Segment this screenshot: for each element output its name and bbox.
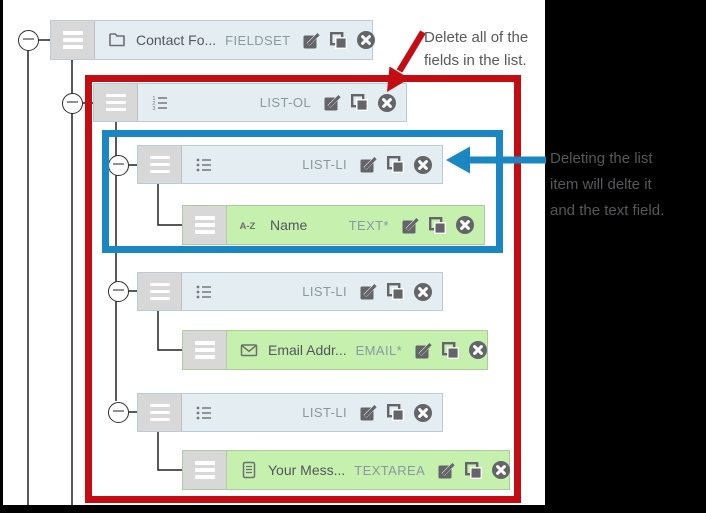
delete-icon[interactable] [413, 155, 433, 175]
tree-row-email-field[interactable]: Email Addr... EMAIL* [182, 330, 488, 370]
edit-icon[interactable] [323, 93, 342, 112]
tree-row-list-li-3[interactable]: LIST-LI [137, 393, 443, 432]
drag-handle[interactable] [183, 331, 227, 369]
field-label: Email Addr... [268, 342, 347, 358]
copy-icon[interactable] [386, 155, 405, 174]
drag-handle[interactable] [183, 206, 227, 244]
tree-row-text-field[interactable]: A-Z Name TEXT* [182, 205, 485, 245]
tree-row-list-li-1[interactable]: LIST-LI [137, 145, 443, 184]
delete-icon[interactable] [455, 215, 475, 235]
annotation-line: and the text field. [550, 202, 665, 219]
tree-row-fieldset[interactable]: Contact Fo... FIELDSET [50, 20, 376, 60]
edit-icon[interactable] [401, 216, 420, 235]
az-text-icon: A-Z [239, 215, 261, 235]
email-icon [239, 340, 259, 360]
tree-row-textarea-field[interactable]: Your Mess... TEXTAREA [182, 450, 511, 490]
edit-icon[interactable] [359, 403, 378, 422]
bullet-list-icon [194, 155, 214, 175]
field-label: Your Mess... [268, 462, 346, 478]
black-backdrop-right [545, 0, 706, 513]
drag-handle[interactable] [183, 451, 227, 489]
drag-handle[interactable] [138, 273, 182, 310]
annotation-line: Deleting the list [550, 150, 653, 167]
blue-arrow [446, 146, 546, 174]
delete-icon[interactable] [468, 340, 488, 360]
svg-text:A-Z: A-Z [240, 221, 256, 232]
field-label: Name [270, 217, 308, 233]
tree-row-list-li-2[interactable]: LIST-LI [137, 272, 443, 311]
bullet-list-icon [194, 282, 214, 302]
copy-icon[interactable] [441, 341, 460, 360]
copy-icon[interactable] [428, 216, 447, 235]
delete-icon[interactable] [356, 30, 376, 50]
delete-icon[interactable] [413, 403, 433, 423]
collapse-toggle-list-li-2[interactable] [107, 280, 129, 302]
delete-icon[interactable] [377, 93, 397, 113]
copy-icon[interactable] [464, 461, 483, 480]
edit-icon[interactable] [437, 461, 456, 480]
delete-icon[interactable] [491, 460, 511, 480]
field-type: EMAIL* [355, 342, 403, 358]
annotation-line: Delete all of the [424, 29, 529, 46]
field-type: FIELDSET [225, 32, 291, 48]
edit-icon[interactable] [359, 282, 378, 301]
annotation-delete-list: Delete all of the fields in the list. [424, 26, 554, 72]
folder-icon [107, 30, 127, 50]
field-type: TEXT* [348, 217, 389, 233]
copy-icon[interactable] [386, 282, 405, 301]
textarea-icon [239, 460, 259, 480]
field-label: Contact Fo... [136, 32, 217, 48]
drag-handle[interactable] [94, 84, 138, 121]
drag-handle[interactable] [138, 394, 182, 431]
copy-icon[interactable] [329, 31, 348, 50]
edit-icon[interactable] [359, 155, 378, 174]
bullet-list-icon [194, 403, 214, 423]
field-type: LIST-LI [302, 405, 347, 420]
svg-text:3: 3 [152, 106, 155, 112]
collapse-toggle-list-li-3[interactable] [107, 401, 129, 423]
black-backdrop-left [0, 0, 3, 513]
collapse-toggle-list-li-1[interactable] [107, 154, 129, 176]
annotation-line: item will delte it [550, 176, 652, 193]
drag-handle[interactable] [138, 146, 182, 183]
field-type: LIST-OL [259, 95, 311, 110]
copy-icon[interactable] [386, 403, 405, 422]
collapse-toggle-list-ol[interactable] [61, 92, 83, 114]
field-type: TEXTAREA [354, 462, 426, 478]
black-backdrop-bottom [0, 505, 706, 513]
field-type: LIST-LI [302, 157, 347, 172]
drag-handle[interactable] [51, 21, 95, 59]
annotation-line: fields in the list. [424, 52, 527, 69]
field-type: LIST-LI [302, 284, 347, 299]
delete-icon[interactable] [413, 282, 433, 302]
copy-icon[interactable] [350, 93, 369, 112]
edit-icon[interactable] [414, 341, 433, 360]
edit-icon[interactable] [302, 31, 321, 50]
svg-text:2: 2 [152, 101, 155, 107]
svg-text:1: 1 [152, 96, 155, 102]
collapse-toggle-fieldset[interactable] [17, 29, 39, 51]
annotation-delete-item: Deleting the list item will delte it and… [550, 146, 700, 224]
